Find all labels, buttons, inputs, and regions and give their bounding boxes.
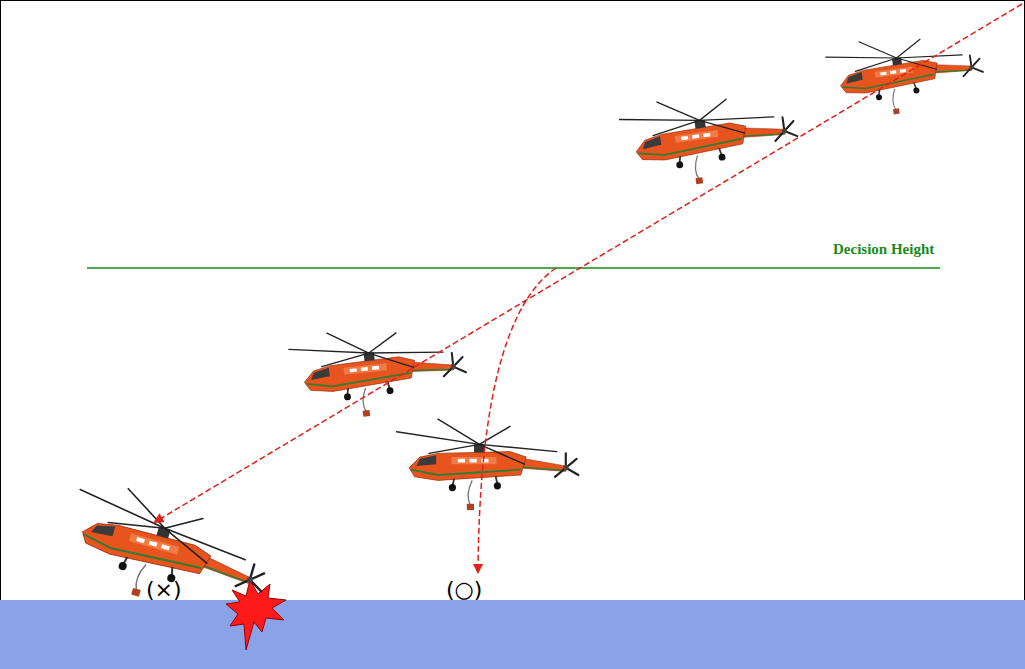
height-label: Decision Height xyxy=(833,241,934,258)
helicopter-crashing xyxy=(56,476,278,629)
decision-height-line xyxy=(87,267,940,269)
helicopter xyxy=(288,319,470,424)
water-surface xyxy=(0,600,1025,669)
wrong-mark: (×) xyxy=(146,578,182,602)
descent-path xyxy=(155,4,1022,522)
crash-burst xyxy=(226,580,286,650)
level-off-path xyxy=(478,268,556,572)
helicopter xyxy=(397,419,579,510)
correct-mark: (○) xyxy=(446,578,482,602)
helicopter xyxy=(618,83,802,193)
